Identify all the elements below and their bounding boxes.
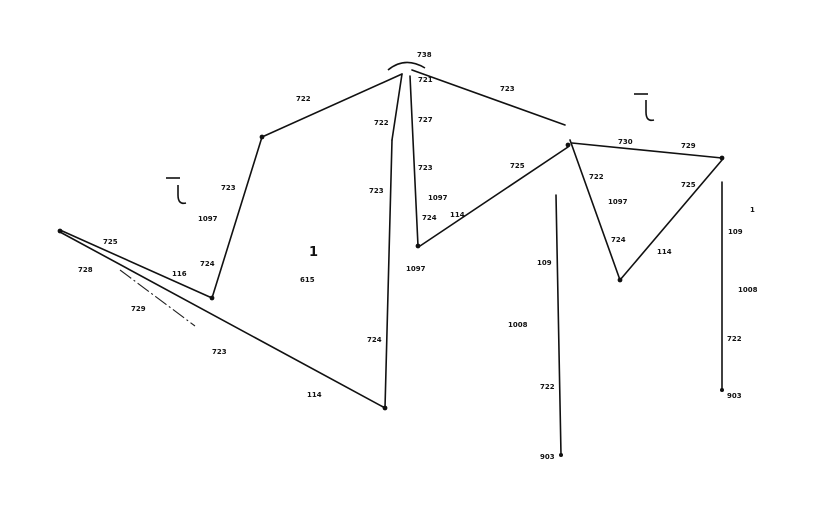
node	[565, 142, 571, 148]
segment-center-diagonal	[419, 146, 569, 247]
diagram-labels: 738 721 722 723 722 727 723 1097 724 723…	[78, 51, 758, 461]
segment-left-top	[59, 229, 213, 299]
label-109-right: 109	[728, 228, 743, 236]
node	[617, 277, 623, 283]
label-903-right: 903	[727, 392, 742, 400]
label-1097-inner: 1097	[428, 194, 448, 202]
label-723-left-mid: 723	[369, 187, 384, 195]
label-724-left-wing: 724	[200, 260, 215, 268]
segment-center-vertical	[555, 194, 562, 456]
label-730: 730	[618, 138, 633, 146]
segment-center-down	[384, 139, 393, 409]
label-114-right: 114	[657, 248, 672, 256]
node	[209, 295, 215, 301]
label-738: 738	[417, 51, 432, 59]
node	[382, 405, 388, 411]
node	[259, 134, 265, 140]
label-114-center: 114	[450, 211, 465, 219]
hook-right-icon	[645, 100, 655, 122]
label-723-bottom: 723	[212, 348, 227, 356]
segment-left-wing-high	[261, 73, 403, 138]
segment-right-down	[569, 139, 621, 281]
diagram-nodes	[57, 134, 725, 457]
label-1008-center: 1008	[508, 321, 528, 329]
label-725-center: 725	[510, 162, 525, 170]
label-903-center: 903	[540, 453, 555, 461]
segment-left-bottom-mid	[119, 269, 196, 327]
label-727-inner: 727	[418, 116, 433, 124]
label-722-far-right: 722	[727, 335, 742, 343]
segment-left-bottom	[59, 231, 386, 409]
label-725-right: 725	[681, 181, 696, 189]
label-1097-right: 1097	[608, 198, 628, 206]
top-arc-icon	[387, 61, 426, 71]
label-723-top-right: 723	[500, 85, 515, 93]
diagram-segments	[59, 69, 723, 456]
segment-right-top	[571, 142, 723, 159]
label-723-left-wing: 723	[221, 184, 236, 192]
label-722-right: 722	[589, 173, 604, 181]
label-729: 729	[131, 305, 146, 313]
label-724-center-down: 724	[367, 336, 382, 344]
label-722-top-left: 722	[296, 95, 311, 103]
label-722-inner-left: 722	[374, 119, 389, 127]
label-1-right: 1	[750, 206, 755, 214]
node	[720, 388, 724, 392]
label-1097-left-wing: 1097	[198, 215, 218, 223]
label-722-center: 722	[540, 383, 555, 391]
label-728: 728	[78, 266, 93, 274]
label-109-center: 109	[537, 259, 552, 267]
diagram-glyphs	[166, 61, 655, 205]
label-721: 721	[418, 76, 433, 84]
label-116: 116	[172, 270, 187, 278]
node	[57, 228, 63, 234]
segment-right-up	[619, 159, 723, 281]
node	[415, 243, 421, 249]
label-1097-center: 1097	[406, 265, 426, 273]
segment-top-right	[411, 69, 566, 126]
label-615: 615	[300, 276, 315, 284]
label-1008-right: 1008	[738, 286, 758, 294]
label-723-inner: 723	[418, 164, 433, 172]
label-724-inner: 724	[422, 214, 437, 222]
label-729-right: 729	[681, 142, 696, 150]
label-725-left: 725	[103, 238, 118, 246]
segment-inner-left	[391, 73, 403, 141]
segment-inner-right	[409, 75, 419, 247]
hook-left-icon	[177, 185, 187, 205]
label-1: 1	[309, 245, 318, 260]
label-724-right: 724	[611, 236, 626, 244]
node	[719, 155, 725, 161]
label-114-bottom: 114	[307, 391, 322, 399]
segment-left-wing-low	[211, 136, 263, 299]
node	[559, 453, 563, 457]
